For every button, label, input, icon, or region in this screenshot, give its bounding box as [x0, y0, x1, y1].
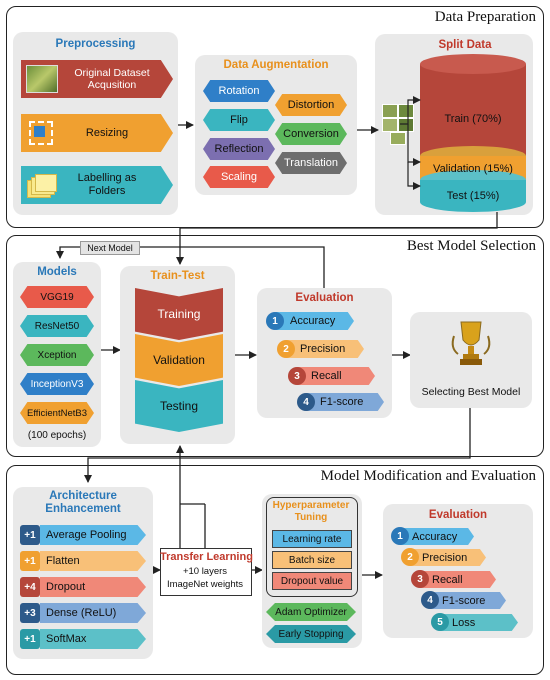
trophy-icon	[448, 318, 494, 368]
split-validation-label: Validation (15%)	[433, 163, 513, 175]
preprocessing-step-3: Labelling as Folders	[21, 166, 173, 204]
preprocessing-step-1: Original Dataset Acqusition	[21, 60, 173, 98]
resize-icon	[29, 121, 53, 145]
split-title: Split Data	[438, 39, 492, 51]
arch-n-2: +1	[20, 551, 40, 571]
eval1-accuracy: Accuracy	[276, 312, 354, 330]
dataset-image-icon	[26, 65, 58, 93]
next-model-label: Next Model	[80, 241, 140, 255]
arch-n-5: +1	[20, 629, 40, 649]
eval1-precision-num: 2	[277, 340, 295, 358]
model-xception: Xception	[20, 344, 94, 366]
aug-reflection: Reflection	[203, 138, 275, 160]
transfer-line-1: +10 layers	[182, 566, 228, 577]
model-inceptionv3: InceptionV3	[20, 373, 94, 395]
split-train-label: Train (70%)	[444, 113, 502, 125]
hyper-batch-size: Batch size	[272, 551, 352, 569]
eval1-f1: F1-score	[306, 393, 384, 411]
models-epochs: (100 epochs)	[27, 430, 87, 441]
arch-n-1: +1	[20, 525, 40, 545]
best-model-label: Selecting Best Model	[421, 386, 521, 398]
data-preparation-title: Data Preparation	[434, 9, 536, 25]
hyper-inner-box	[266, 497, 358, 597]
eval2-f1-num: 4	[421, 591, 439, 609]
eval2-recall-num: 3	[411, 570, 429, 588]
eval2-f1: F1-score	[430, 592, 506, 609]
train-test-title: Train-Test	[150, 270, 205, 282]
stage-validation: Validation	[135, 334, 223, 386]
aug-flip: Flip	[203, 109, 275, 131]
best-model-selection-title: Best Model Selection	[406, 238, 536, 254]
eval1-recall: Recall	[297, 367, 375, 385]
hyper-early-stopping: Early Stopping	[266, 625, 356, 643]
hyper-adam: Adam Optimizer	[266, 603, 356, 621]
aug-scaling: Scaling	[203, 166, 275, 188]
evaluation1-title: Evaluation	[295, 292, 354, 304]
hyper-panel	[262, 494, 362, 648]
eval1-precision: Precision	[286, 340, 364, 358]
stage-testing: Testing	[135, 380, 223, 432]
evaluation2-title: Evaluation	[428, 509, 488, 521]
stage-training: Training	[135, 288, 223, 340]
eval2-accuracy: Accuracy	[400, 528, 474, 545]
transfer-title: Transfer Learning	[160, 551, 253, 563]
eval2-recall: Recall	[420, 571, 496, 588]
eval1-accuracy-num: 1	[266, 312, 284, 330]
preprocessing-step-3-label: Labelling as Folders	[77, 172, 137, 197]
models-title: Models	[37, 266, 77, 278]
arch-dense: Dense (ReLU)	[40, 603, 146, 623]
eval1-f1-num: 4	[297, 393, 315, 411]
model-efficientnetb3: EfficientNetB3	[20, 402, 94, 424]
aug-conversion: Conversion	[275, 123, 347, 145]
hyper-learning-rate: Learning rate	[272, 530, 352, 548]
hyper-title: Hyperparameter Tuning	[272, 500, 350, 523]
aug-rotation: Rotation	[203, 80, 275, 102]
sample-images	[382, 104, 418, 145]
folders-icon	[27, 174, 57, 198]
preprocessing-step-2: Resizing	[21, 114, 173, 152]
arch-n-4: +3	[20, 603, 40, 623]
model-resnet50: ResNet50	[20, 315, 94, 337]
preprocessing-step-2-label: Resizing	[85, 127, 129, 139]
arch-n-3: +4	[20, 577, 40, 597]
eval2-accuracy-num: 1	[391, 527, 409, 545]
model-vgg19: VGG19	[20, 286, 94, 308]
split-test-label: Test (15%)	[446, 190, 500, 202]
hyper-dropout-value: Dropout value	[272, 572, 352, 590]
eval2-precision-num: 2	[401, 548, 419, 566]
aug-translation: Translation	[275, 152, 347, 174]
arch-avg-pooling: Average Pooling	[40, 525, 146, 545]
arch-dropout: Dropout	[40, 577, 146, 597]
preprocessing-step-1-label: Original Dataset Acqusition	[74, 67, 150, 91]
arch-softmax: SoftMax	[40, 629, 146, 649]
transfer-line-2: ImageNet weights	[166, 579, 244, 590]
split-cylinder	[420, 54, 526, 212]
preprocessing-title: Preprocessing	[55, 38, 136, 50]
augmentation-title: Data Augmentation	[223, 59, 329, 71]
model-modification-title: Model Modification and Evaluation	[320, 468, 536, 484]
arch-flatten: Flatten	[40, 551, 146, 571]
eval2-loss-num: 5	[431, 613, 449, 631]
eval2-loss: Loss	[440, 614, 518, 631]
aug-distortion: Distortion	[275, 94, 347, 116]
eval1-recall-num: 3	[288, 367, 306, 385]
transfer-learning-box	[160, 548, 252, 596]
eval2-precision: Precision	[410, 549, 486, 566]
architecture-title: Architecture Enhancement	[45, 490, 121, 515]
